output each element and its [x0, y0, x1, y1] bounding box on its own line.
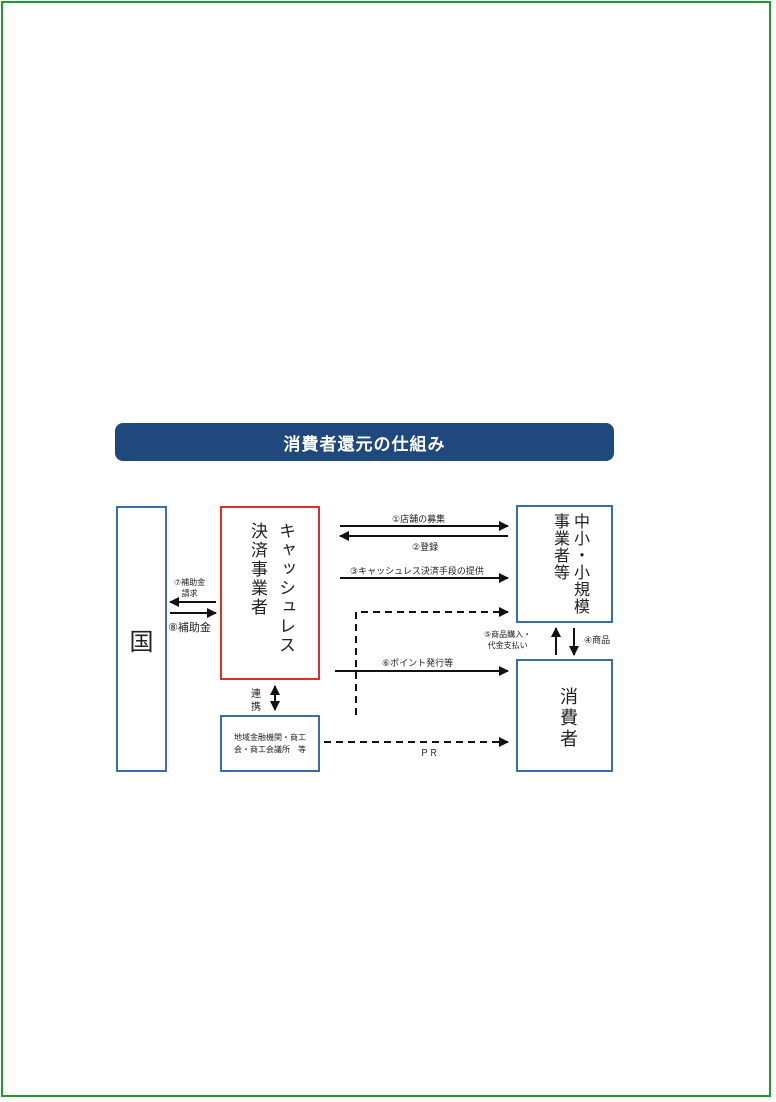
node-smes: 中小・小規模 事業者等 — [516, 505, 613, 623]
node-smes-label-2: 事業者等 — [551, 513, 570, 581]
label-claim-line1: ⑦補助金 — [174, 578, 206, 587]
label-recruit: ①店舗の募集 — [392, 515, 446, 525]
label-register: ②登録 — [412, 543, 439, 553]
node-regional-label: 地域金融機関・商工会・商工会議所 等 — [234, 732, 306, 754]
label-provide: ③キャッシュレス決済手段の提供 — [350, 567, 484, 577]
node-kuni-label: 国 — [129, 627, 154, 656]
label-claim-line2: 請求 — [181, 589, 198, 598]
node-consumer: 消費者 — [516, 659, 613, 772]
label-pr: ＰＲ — [420, 749, 439, 759]
label-purchase-line2: 代金支払い — [487, 641, 528, 650]
node-kuni: 国 — [116, 506, 167, 772]
node-cashless-label-1: キャッシュレス — [275, 522, 295, 655]
label-claim: ⑦補助金 請求 — [174, 577, 205, 599]
label-purchase-line1: ⑤商品購入・ — [484, 630, 532, 639]
arrow-pr-smes — [355, 607, 509, 715]
label-link-line1: 連 — [251, 689, 261, 700]
node-consumer-label: 消費者 — [557, 687, 578, 750]
label-points: ⑥ポイント発行等 — [382, 659, 454, 669]
label-goods: ④商品 — [584, 636, 611, 646]
node-cashless-label-2: 決済事業者 — [247, 522, 267, 617]
node-smes-label-1: 中小・小規模 — [571, 513, 590, 615]
label-subsidy: ⑧補助金 — [168, 621, 211, 634]
node-cashless-provider: キャッシュレス 決済事業者 — [220, 506, 320, 680]
label-link-line2: 携 — [251, 702, 261, 713]
node-regional-orgs: 地域金融機関・商工会・商工会議所 等 — [220, 715, 320, 772]
label-link: 連 携 — [251, 688, 261, 714]
label-purchase: ⑤商品購入・ 代金支払い — [484, 629, 531, 651]
diagram-title: 消費者還元の仕組み — [115, 423, 614, 461]
